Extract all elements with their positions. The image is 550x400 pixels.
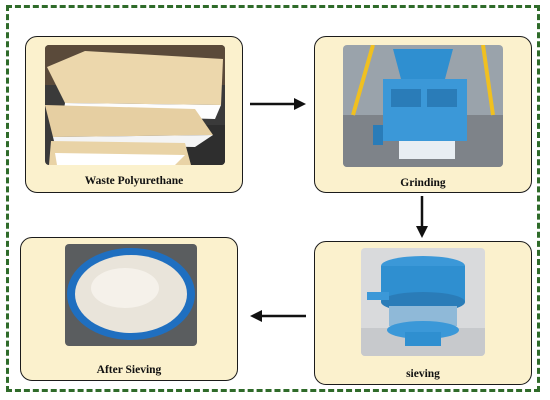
- grinding-machine-photo: [343, 45, 503, 167]
- dashed-border-frame: [6, 5, 540, 392]
- arrow-right-icon: [250, 98, 306, 110]
- step-label-waste-polyurethane: Waste Polyurethane: [84, 175, 184, 187]
- step-label-sieving: sieving: [406, 368, 440, 380]
- sieving-machine-photo: [361, 248, 485, 356]
- step-card-grinding: Grinding: [314, 36, 532, 193]
- step-card-waste-polyurethane: Waste Polyurethane: [25, 36, 243, 193]
- step-label-grinding: Grinding: [400, 177, 446, 189]
- sieved-powder-photo: [65, 244, 197, 346]
- waste-polyurethane-foam-photo: [45, 45, 225, 165]
- step-card-after-sieving: After Sieving: [20, 237, 238, 381]
- arrow-down-icon: [416, 196, 428, 238]
- arrow-left-icon: [250, 310, 306, 322]
- step-label-after-sieving: After Sieving: [96, 364, 162, 376]
- step-card-sieving: sieving: [314, 241, 532, 385]
